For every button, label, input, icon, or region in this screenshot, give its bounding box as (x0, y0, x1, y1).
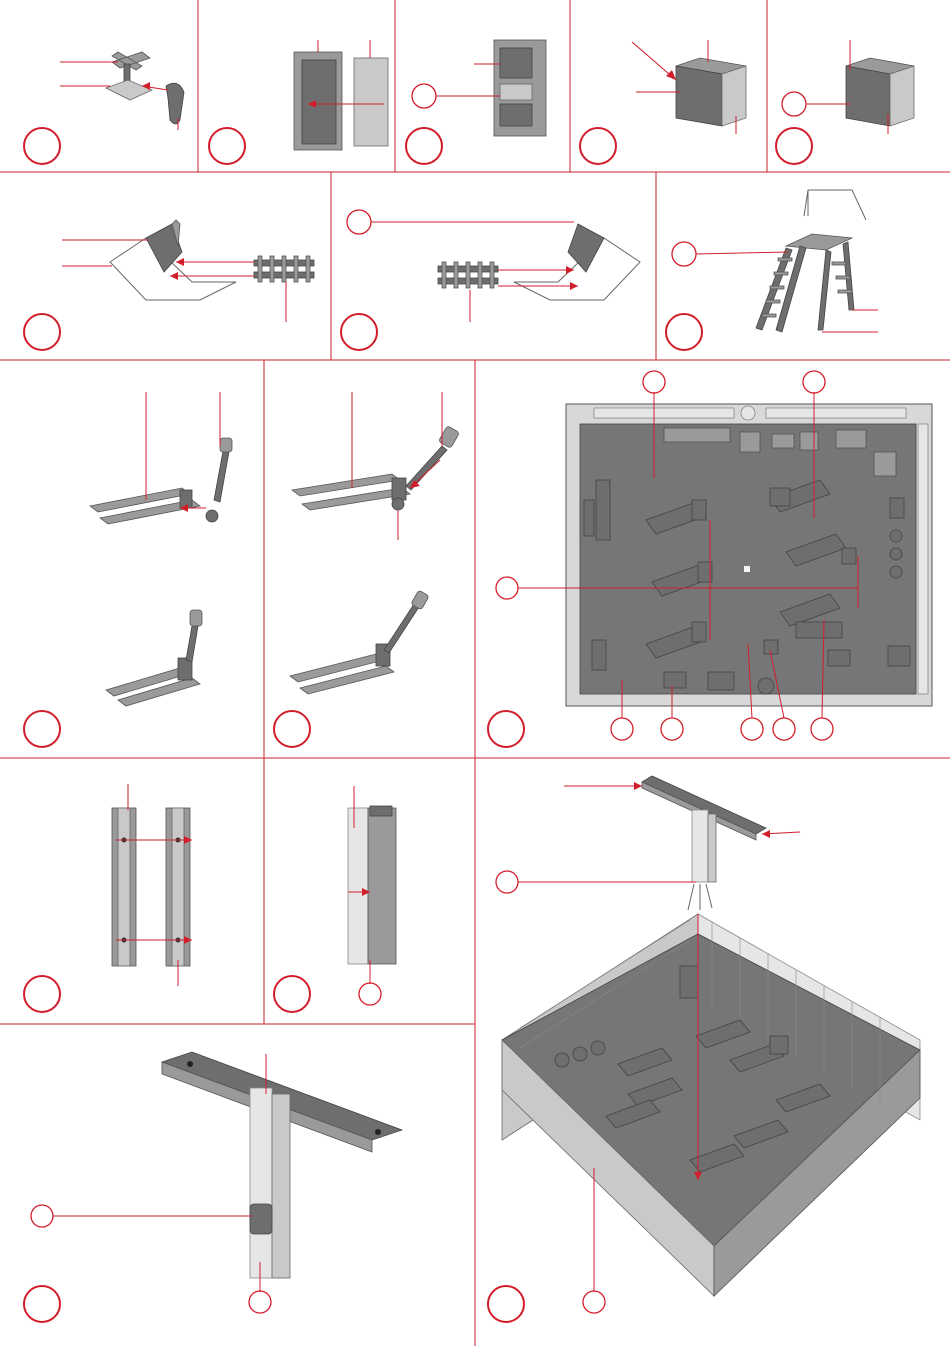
step-circle-12 (24, 976, 60, 1012)
step-circle-4 (580, 128, 616, 164)
callout-circle (811, 718, 833, 740)
cabinet-door (354, 58, 388, 146)
step-platform-stair-left (62, 220, 314, 322)
callout-circle (249, 1291, 271, 1313)
callout-circle (412, 84, 436, 108)
pallet-handle (214, 446, 230, 502)
callout-circle (496, 577, 518, 599)
callout-circle (643, 371, 665, 393)
hall-floor-3d (502, 934, 920, 1246)
step-assembled-hall (502, 914, 920, 1313)
step-cabinet-panel (294, 40, 388, 150)
step-machine-housing-b (782, 40, 914, 134)
chair-backrest (166, 83, 184, 124)
step-pallet-truck-a (90, 392, 232, 706)
callout-circle (359, 983, 381, 1005)
step-circle-7 (341, 314, 377, 350)
step-circle-9 (24, 711, 60, 747)
column-assembled (348, 808, 368, 964)
step-column-with-crossbeam (31, 1052, 402, 1313)
platform-deck (786, 234, 852, 250)
step-circle-8 (666, 314, 702, 350)
callout-circle (583, 1291, 605, 1313)
step-circle-2 (209, 128, 245, 164)
callout-circle (741, 718, 763, 740)
step-circle-6 (24, 314, 60, 350)
step-machine-housing (632, 40, 746, 134)
callout-circle (803, 371, 825, 393)
column-mounting-block (250, 1204, 272, 1234)
step-control-cabinet (412, 40, 546, 136)
step-column-mounting (496, 776, 800, 910)
step-circle-13 (274, 976, 310, 1012)
step-column-assembled (348, 786, 396, 1005)
step-column-halves (112, 784, 192, 986)
step-circle-1 (24, 128, 60, 164)
callout-circle (773, 718, 795, 740)
callout-circle (496, 871, 518, 893)
step-circle-5 (776, 128, 812, 164)
callout-circle (611, 718, 633, 740)
step-hall-interior (496, 371, 932, 740)
callout-circle (31, 1205, 53, 1227)
step-circle-15 (488, 1286, 524, 1322)
step-platform-stair-right (347, 210, 640, 322)
step-swivel-chair (60, 52, 184, 130)
step-circle-10 (274, 711, 310, 747)
step-circle-14 (24, 1286, 60, 1322)
step-circle-11 (488, 711, 524, 747)
step-work-platform (672, 190, 878, 332)
callout-circle (661, 718, 683, 740)
hall-floor (580, 424, 916, 694)
column-shaft (250, 1088, 272, 1278)
chair-seat (106, 80, 152, 100)
chair-base (112, 52, 150, 70)
step-pallet-truck-b (290, 392, 460, 694)
window-strip-top (594, 408, 734, 418)
step-circle-3 (406, 128, 442, 164)
window-strip-right (918, 424, 928, 694)
